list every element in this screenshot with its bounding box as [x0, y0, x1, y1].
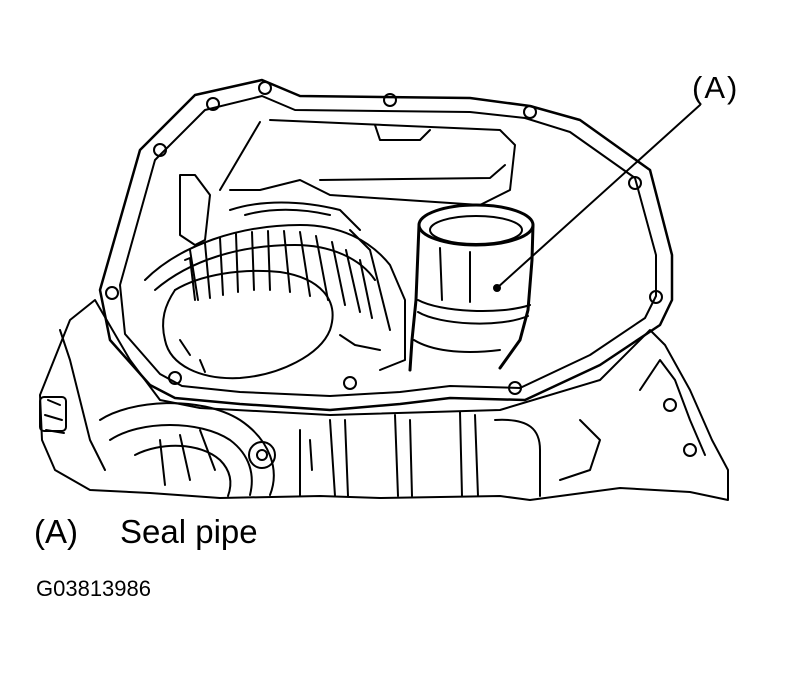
- legend-key: (A): [34, 513, 78, 550]
- case-flange: [100, 80, 672, 410]
- lower-housing: [40, 300, 728, 500]
- figure-code: G03813986: [36, 576, 151, 601]
- ring-gear: [145, 203, 405, 379]
- callout-leader-line: [497, 105, 700, 288]
- seal-pipe: [410, 205, 533, 370]
- legend-text: Seal pipe: [120, 513, 258, 550]
- callout-label: (A): [692, 70, 740, 105]
- case-inner-wall: [180, 120, 515, 245]
